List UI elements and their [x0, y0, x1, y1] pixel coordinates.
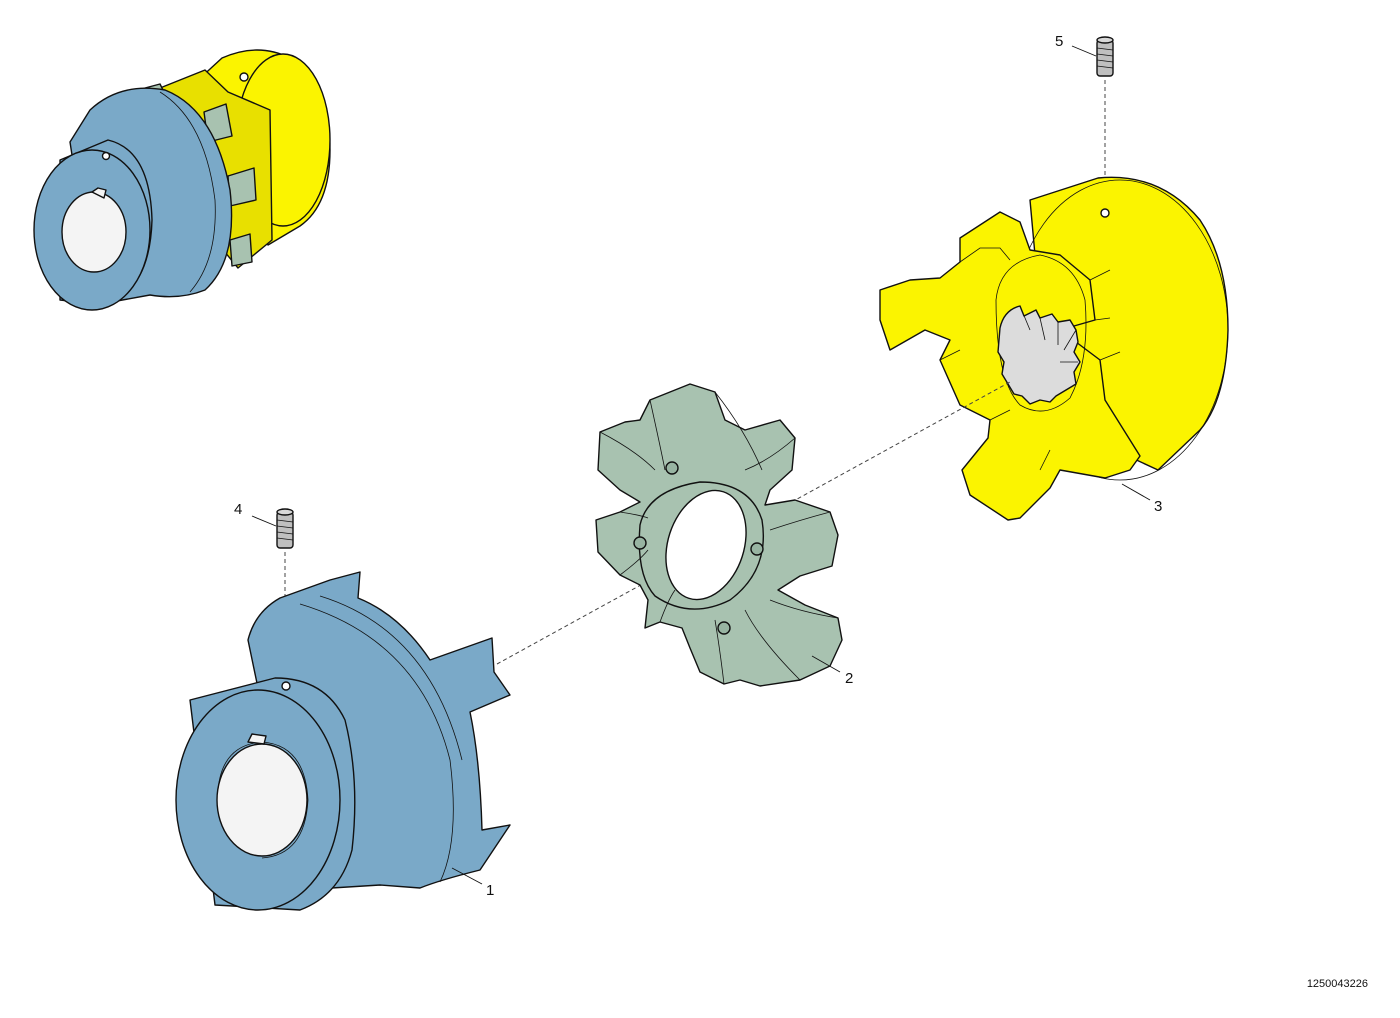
- blue-hub-flange-shade: [299, 595, 463, 883]
- set-screw-4-illustration: [276, 508, 294, 684]
- blue-hub-bore-chamfer: [217, 741, 309, 859]
- callout-5: 5: [1055, 33, 1063, 50]
- blue-hub-1-illustration: [175, 571, 511, 911]
- spider-pin-hole: [717, 621, 731, 635]
- spline-teeth-lines: [1019, 305, 1078, 363]
- blue-hub-keyway: [247, 733, 267, 745]
- assembled-spider-segment: [229, 233, 253, 267]
- spider-pin-hole: [633, 536, 647, 550]
- set-screw-4-body: [276, 511, 294, 549]
- yellow-hub-inner-ring: [995, 254, 1087, 412]
- blue-hub-screw-hole: [281, 681, 291, 691]
- set-screw-5-body: [1096, 39, 1114, 77]
- screw-5-head: [1096, 36, 1114, 44]
- spider-center-hole: [665, 489, 747, 601]
- screw-4-head: [276, 508, 294, 516]
- leader-2: [811, 655, 841, 673]
- yellow-hub-screw-hole: [1100, 208, 1110, 218]
- spider-segment-lines: [599, 391, 839, 685]
- screw-4-thread: [276, 519, 294, 541]
- callout-4: 4: [234, 501, 242, 518]
- spider-2-illustration: [595, 383, 843, 687]
- callout-3: 3: [1154, 498, 1162, 515]
- screw-5-thread: [1096, 47, 1114, 69]
- assembled-keyway: [91, 187, 107, 199]
- yellow-hub-3-illustration: [879, 176, 1229, 521]
- spider-pin-hole: [750, 542, 764, 556]
- leader-3: [1121, 483, 1151, 501]
- blue-hub-bore: [216, 743, 308, 857]
- assembled-bore: [61, 191, 127, 273]
- callout-2: 2: [845, 670, 853, 687]
- callout-1: 1: [486, 882, 494, 899]
- set-screw-5-illustration: [1096, 36, 1114, 212]
- leader-5: [1071, 45, 1097, 57]
- assembled-coupling-illustration: [33, 49, 331, 311]
- assembled-yellow-screw-hole: [239, 72, 249, 82]
- document-number: 1250043226: [1307, 978, 1368, 990]
- leader-1: [451, 867, 483, 885]
- assembled-blue-screw-hole: [101, 151, 111, 161]
- assembled-blue-hub-shade: [159, 91, 216, 293]
- spider-pin-hole: [665, 461, 679, 475]
- leader-4: [251, 515, 277, 527]
